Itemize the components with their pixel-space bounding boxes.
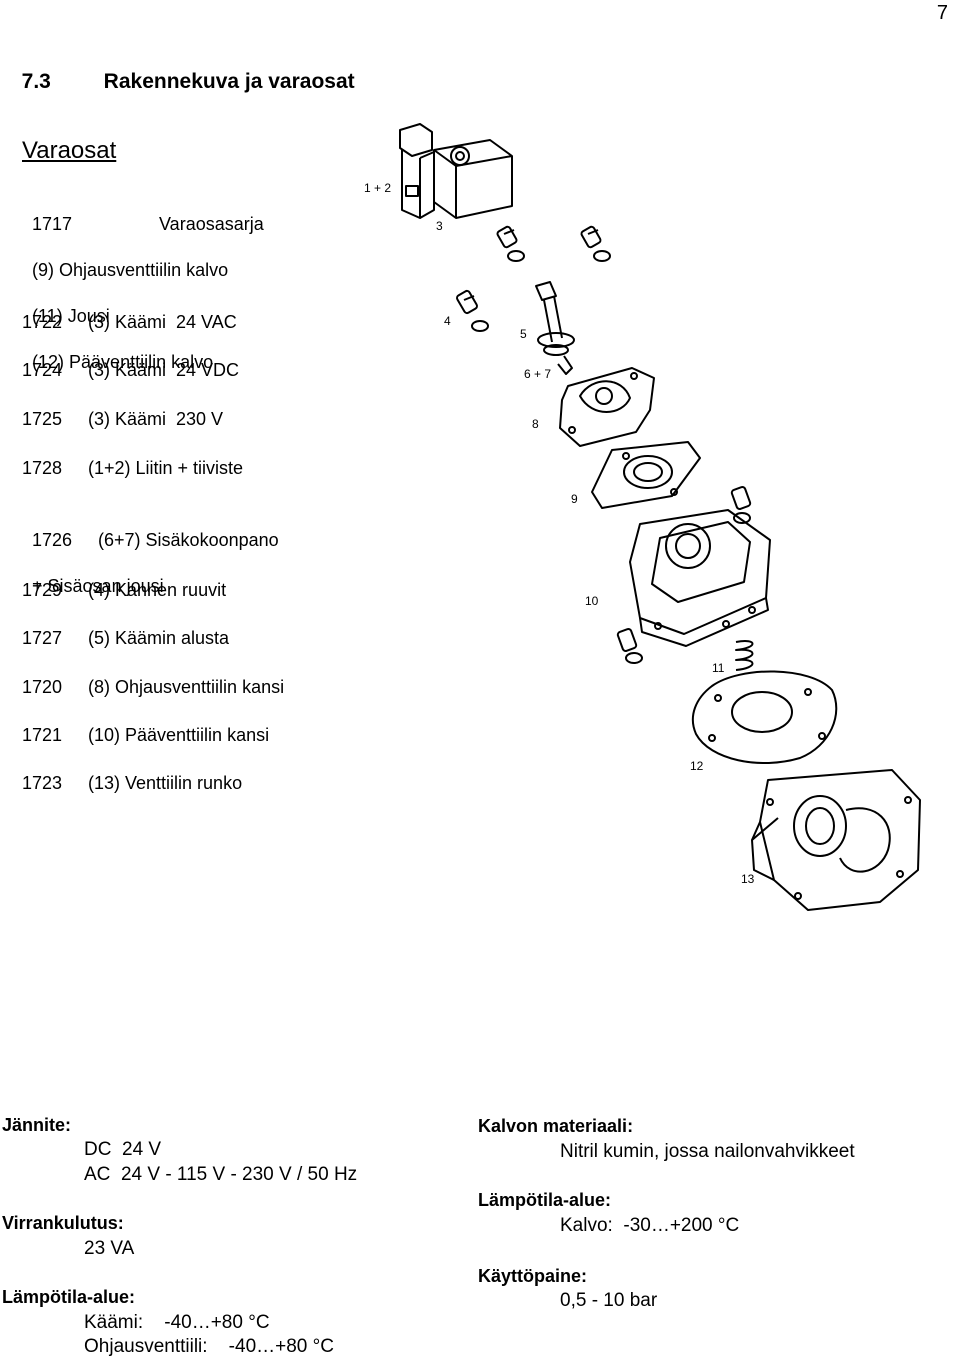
diaphragm-material-label: Kalvon materiaali: bbox=[478, 1116, 634, 1136]
part-item: 1727 (5) Käämin alusta bbox=[22, 627, 229, 650]
subtitle: Varaosat bbox=[22, 137, 117, 164]
part-item: 1729 (4) Kannen ruuvit bbox=[22, 579, 226, 602]
part-item: 1720 (8) Ohjausventtiilin kansi bbox=[22, 676, 284, 699]
part-name: (1+2) Liitin + tiiviste bbox=[88, 458, 244, 478]
main-diaphragm bbox=[691, 670, 838, 764]
diagram-label: 8 bbox=[532, 417, 539, 431]
temp-range-label-right: Lämpötila-alue: bbox=[478, 1190, 612, 1210]
diagram-label: 10 bbox=[585, 594, 599, 608]
part-code: 1720 bbox=[22, 677, 63, 697]
part-code: 1721 bbox=[22, 725, 63, 745]
part-code: 1727 bbox=[22, 628, 63, 648]
temp-pilot-valve: Ohjausventtiili: -40…+80 °C bbox=[84, 1336, 334, 1357]
screw bbox=[456, 289, 489, 332]
exploded-view-drawing: 1 + 2 3 4 5 6 + 7 8 9 10 11 12 13 bbox=[364, 123, 921, 911]
section-number: 7.3 bbox=[21, 70, 51, 93]
part-name: (13) Venttiilin runko bbox=[88, 773, 243, 793]
part-item: 1722 (3) Käämi 24 VAC bbox=[22, 311, 237, 334]
part-item: 1721 (10) Pääventtiilin kansi bbox=[22, 724, 269, 747]
diagram-label: 4 bbox=[444, 314, 451, 328]
part-extra: + Sisäosan jousi bbox=[32, 576, 164, 596]
part-name: (3) Käämi 230 V bbox=[88, 409, 224, 429]
power-value: 23 VA bbox=[84, 1238, 135, 1259]
part-item: 1724 (3) Käämi 24 VDC bbox=[22, 359, 239, 382]
page-number: 7 bbox=[936, 2, 948, 24]
part-extra: (9) Ohjausventtiilin kalvo bbox=[32, 260, 229, 280]
pressure-label: Käyttöpaine: bbox=[478, 1266, 588, 1286]
part-name: (8) Ohjausventtiilin kansi bbox=[88, 677, 285, 697]
diagram-label: 12 bbox=[690, 759, 704, 773]
part-item: 1726 (6+7) Sisäkokoonpano + Sisäosan jous… bbox=[22, 506, 279, 598]
section-title: Rakennekuva ja varaosat bbox=[103, 70, 355, 93]
temp-coil: Käämi: -40…+80 °C bbox=[84, 1312, 270, 1333]
part-code: 1717 bbox=[32, 214, 73, 234]
part-code: 1725 bbox=[22, 409, 63, 429]
diagram-label: 5 bbox=[520, 327, 527, 341]
part-code: 1726 bbox=[32, 530, 73, 550]
part-name: (3) Käämi 24 VAC bbox=[88, 312, 237, 332]
part-name: (3) Käämi 24 VDC bbox=[88, 360, 240, 380]
diagram-label: 11 bbox=[712, 661, 725, 675]
part-item: 1728 (1+2) Liitin + tiiviste bbox=[22, 457, 243, 480]
spring bbox=[735, 640, 754, 671]
diagram-label: 3 bbox=[436, 219, 443, 233]
part-extra: (11) Jousi bbox=[32, 306, 110, 326]
part-extra: (12) Pääventtiilin kalvo bbox=[32, 352, 214, 372]
pilot-valve-cover bbox=[559, 367, 655, 447]
part-code: 1722 bbox=[22, 312, 63, 332]
pressure-value: 0,5 - 10 bar bbox=[560, 1290, 658, 1311]
section-heading: 7.3 Rakennekuva ja varaosat bbox=[10, 46, 355, 94]
temp-diaphragm: Kalvo: -30…+200 °C bbox=[560, 1215, 740, 1236]
diagram-label: 13 bbox=[741, 872, 755, 886]
part-name: (6+7) Sisäkokoonpano bbox=[98, 530, 279, 550]
part-name: Varaosasarja bbox=[159, 214, 264, 234]
valve-body bbox=[751, 769, 921, 911]
part-code: 1729 bbox=[22, 580, 63, 600]
pilot-diaphragm bbox=[591, 441, 701, 509]
part-item: 1723 (13) Venttiilin runko bbox=[22, 772, 242, 795]
part-item: 1717 Varaosasarja (9) Ohjausventtiilin ka… bbox=[22, 190, 264, 374]
main-valve-cover bbox=[629, 509, 771, 647]
armature-tube bbox=[535, 281, 575, 375]
diaphragm-material-value: Nitril kumin, jossa nailonvahvikkeet bbox=[560, 1141, 855, 1162]
part-code: 1728 bbox=[22, 458, 63, 478]
diagram-label: 9 bbox=[571, 492, 578, 506]
coil bbox=[433, 139, 513, 219]
diagram-label: 1 + 2 bbox=[364, 181, 391, 195]
part-item: 1725 (3) Käämi 230 V bbox=[22, 408, 223, 431]
temp-range-label: Lämpötila-alue: bbox=[2, 1287, 136, 1307]
diagram-label: 6 + 7 bbox=[524, 367, 551, 381]
part-name: (5) Käämin alusta bbox=[88, 628, 230, 648]
screw bbox=[496, 225, 525, 262]
part-code: 1723 bbox=[22, 773, 63, 793]
power-label: Virrankulutus: bbox=[2, 1213, 124, 1233]
part-name: (4) Kannen ruuvit bbox=[88, 580, 227, 600]
screw bbox=[580, 225, 611, 262]
voltage-dc: DC 24 V bbox=[84, 1139, 162, 1160]
voltage-ac: AC 24 V - 115 V - 230 V / 50 Hz bbox=[84, 1164, 358, 1185]
connector-plug bbox=[399, 123, 435, 219]
voltage-label: Jännite: bbox=[2, 1115, 72, 1135]
part-name: (10) Pääventtiilin kansi bbox=[88, 725, 270, 745]
part-code: 1724 bbox=[22, 360, 63, 380]
screw bbox=[616, 628, 643, 664]
screw bbox=[730, 486, 752, 524]
